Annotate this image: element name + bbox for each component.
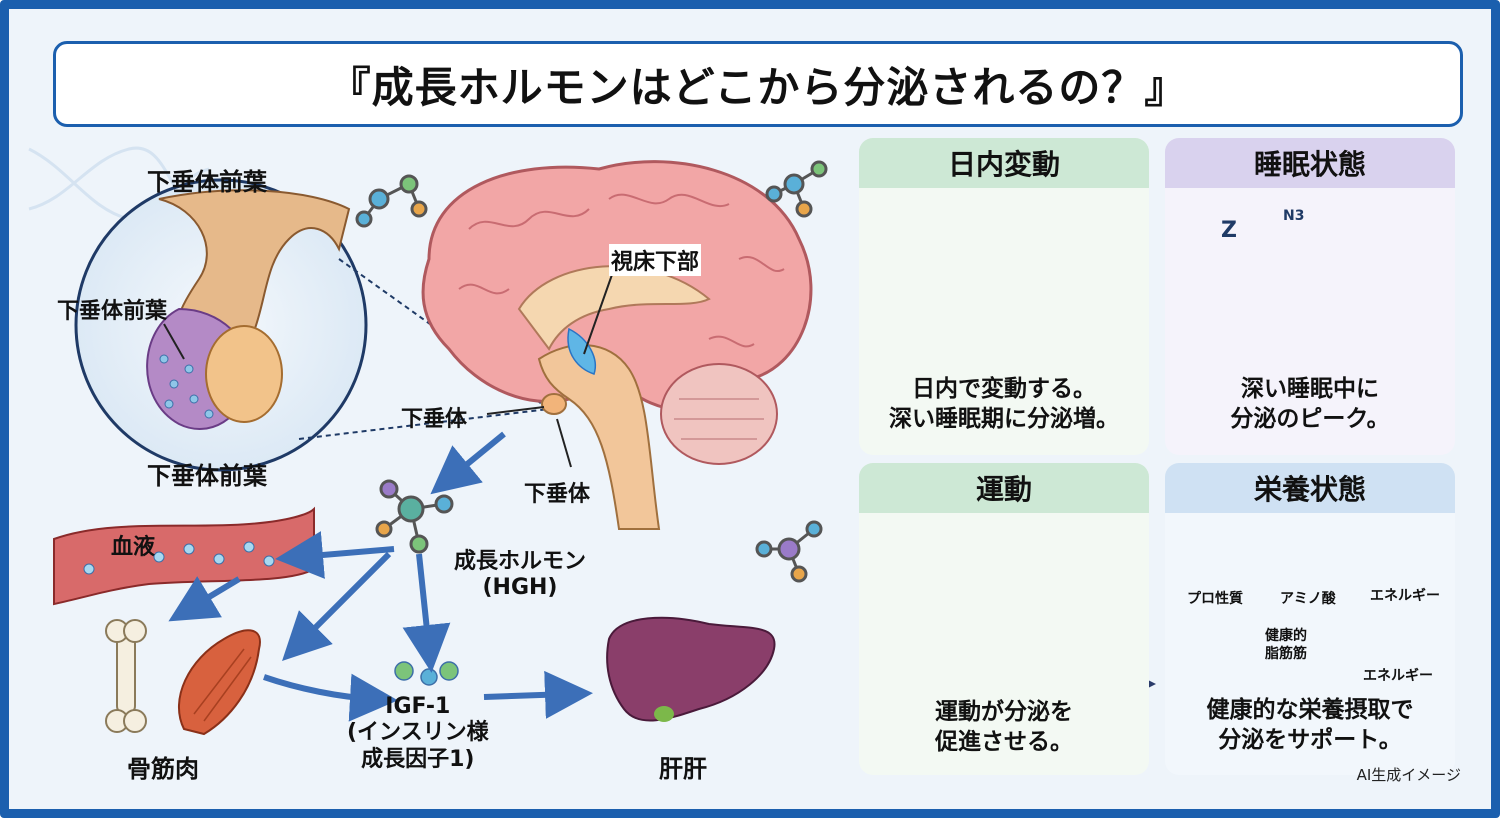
card-nutrition-text: 健康的な栄養摂取で 分泌をサポート。 bbox=[1165, 696, 1455, 756]
hgh-molecule bbox=[375, 479, 454, 554]
nutrition-fat-label1: 健康的 bbox=[1265, 628, 1307, 644]
card-nutrition: 栄養状態 プロ性質 アミノ酸 エネルギー 健康的 脂筋筋 エネルギー 健康的な栄… bbox=[1165, 463, 1455, 775]
bone-illustration bbox=[105, 619, 147, 733]
sleep-zzz: Z bbox=[1221, 218, 1237, 243]
liver-illustration bbox=[606, 616, 776, 722]
title-banner: 『成長ホルモンはどこから分泌されるの？』 bbox=[53, 41, 1463, 127]
card-daily-text1: 日内で変動する。 bbox=[912, 376, 1096, 402]
pituitary-closeup bbox=[74, 178, 368, 472]
label-igf1: IGF-1 (インスリン様 成長因子1) bbox=[347, 694, 489, 773]
card-nutrition-text1: 健康的な栄養摂取で bbox=[1206, 697, 1414, 723]
card-sleep-state: 睡眠状態 Z N3 深い睡眠中に 分泌のピーク。 bbox=[1165, 138, 1455, 455]
card-sleep-text: 深い睡眠中に 分泌のピーク。 bbox=[1165, 375, 1455, 435]
flow-arrows bbox=[168, 431, 593, 722]
muscle-illustration bbox=[178, 629, 261, 736]
molecule-decoration-3 bbox=[755, 520, 823, 583]
label-bone-muscle: 骨筋肉 bbox=[127, 755, 199, 783]
card-daily-variation: 日内変動 日内で変動する。 深い睡眠期に分泌増。 bbox=[859, 138, 1149, 455]
card-sleep-text1: 深い睡眠中に bbox=[1241, 376, 1379, 402]
label-anterior-pituitary-top: 下垂体前葉 bbox=[147, 168, 267, 196]
page-title: 『成長ホルモンはどこから分泌されるの？』 bbox=[328, 62, 1188, 112]
label-igf1-line1: IGF-1 bbox=[385, 694, 451, 719]
card-sleep-text2: 分泌のピーク。 bbox=[1230, 405, 1390, 432]
card-exercise-text2: 促進させる。 bbox=[935, 728, 1073, 755]
label-anterior-pituitary-mid: 下垂体前葉 bbox=[57, 299, 168, 324]
card-daily-body: 日内で変動する。 深い睡眠期に分泌増。 bbox=[859, 188, 1149, 455]
nutrition-protein-label: プロ性質 bbox=[1187, 591, 1243, 607]
label-hypothalamus: 視床下部 bbox=[609, 244, 702, 276]
card-exercise-text1: 運動が分泌を bbox=[935, 699, 1073, 725]
card-nutrition-text2: 分泌をサポート。 bbox=[1218, 726, 1402, 753]
igf1-molecules bbox=[394, 661, 459, 686]
card-sleep-title: 睡眠状態 bbox=[1165, 138, 1455, 188]
nutrition-energy-gauge-label: エネルギー bbox=[1370, 588, 1440, 604]
card-nutrition-body: プロ性質 アミノ酸 エネルギー 健康的 脂筋筋 エネルギー 健康的な栄養摂取で … bbox=[1165, 513, 1455, 775]
blood-vessel bbox=[53, 506, 315, 606]
label-blood: 血液 bbox=[111, 535, 156, 560]
label-pituitary-below: 下垂体 bbox=[524, 482, 591, 507]
card-nutrition-title: 栄養状態 bbox=[1165, 463, 1455, 513]
label-igf1-line3: 成長因子1) bbox=[361, 746, 475, 772]
label-anterior-pituitary-bottom: 下垂体前葉 bbox=[147, 462, 267, 490]
sleep-stage-label: N3 bbox=[1283, 208, 1305, 224]
ai-credit: AI生成イメージ bbox=[1356, 766, 1461, 784]
label-igf1-line2: (インスリン様 bbox=[347, 720, 489, 746]
card-exercise-body: 運動が分泌を 促進させる。 bbox=[859, 513, 1149, 775]
card-sleep-body: Z N3 深い睡眠中に 分泌のピーク。 bbox=[1165, 188, 1455, 455]
card-exercise: 運動 運動が分泌を 促進させる。 bbox=[859, 463, 1149, 775]
molecule-decoration-1 bbox=[355, 174, 428, 228]
molecule-decoration-2 bbox=[765, 160, 828, 218]
nutrition-energy-label: エネルギー bbox=[1363, 668, 1433, 684]
card-exercise-title: 運動 bbox=[859, 463, 1149, 513]
nutrition-fat-label: 健康的 脂筋筋 bbox=[1265, 627, 1307, 663]
nutrition-amino-label: アミノ酸 bbox=[1280, 591, 1336, 607]
label-hgh-name: 成長ホルモン bbox=[454, 549, 587, 574]
label-pituitary-left: 下垂体 bbox=[401, 407, 468, 432]
card-daily-text2: 深い睡眠期に分泌増。 bbox=[889, 405, 1119, 432]
card-exercise-text: 運動が分泌を 促進させる。 bbox=[859, 698, 1149, 758]
label-hgh: 成長ホルモン (HGH) bbox=[454, 549, 586, 602]
card-daily-text: 日内で変動する。 深い睡眠期に分泌増。 bbox=[859, 375, 1149, 435]
brain-illustration bbox=[421, 160, 813, 530]
card-daily-title: 日内変動 bbox=[859, 138, 1149, 188]
label-liver: 肝肝 bbox=[659, 755, 707, 783]
nutrition-fat-label2: 脂筋筋 bbox=[1265, 646, 1307, 663]
label-hgh-abbr: (HGH) bbox=[482, 575, 558, 601]
